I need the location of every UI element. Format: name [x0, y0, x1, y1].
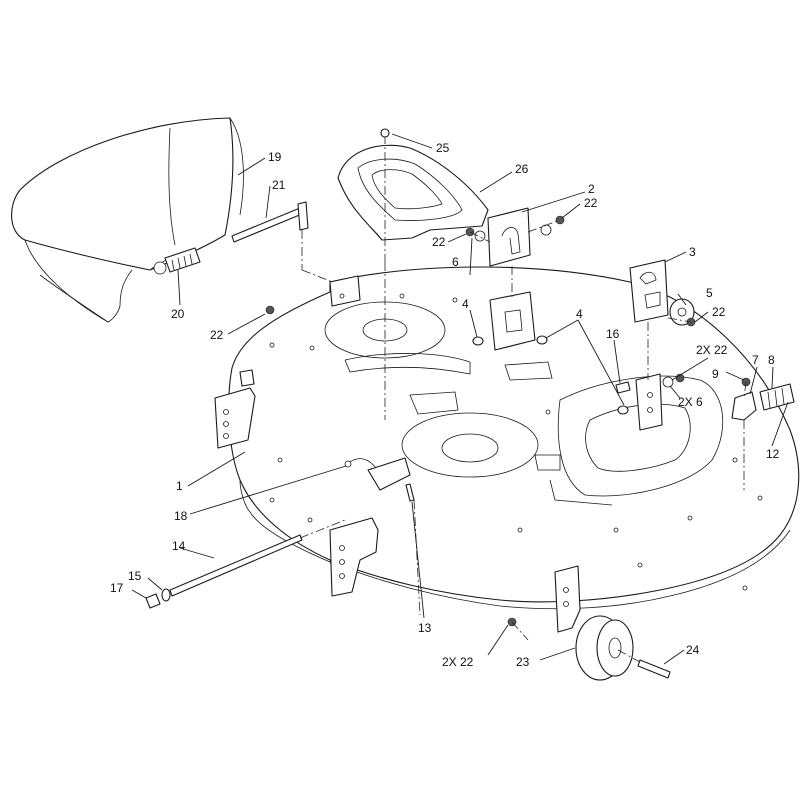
- callout-26: 26: [515, 162, 529, 176]
- idler-bracket-part-3: [629, 259, 669, 323]
- pivot-rod-part-21: [231, 201, 341, 286]
- callout-2: 2: [588, 182, 595, 196]
- washout-fitting-parts-7-8: [731, 383, 795, 490]
- callout-22-top-left: 22: [432, 235, 446, 249]
- callout-25: 25: [436, 141, 450, 155]
- assembly-center-lines: [413, 219, 747, 641]
- callout-7: 7: [752, 353, 759, 367]
- callout-2x22-bottom: 2X 22: [442, 655, 474, 669]
- leader-lines: [131, 133, 789, 665]
- wheel-bolt-part-24: [617, 649, 671, 679]
- front-right-hanger-bracket: [554, 565, 581, 633]
- rod-part-14: [169, 519, 346, 597]
- callout-21: 21: [272, 178, 286, 192]
- screw-part-25: [380, 128, 390, 138]
- callout-1: 1: [176, 479, 183, 493]
- rod-part-13: [367, 457, 415, 502]
- callout-19: 19: [268, 150, 282, 164]
- spacers-and-bolts: [472, 335, 631, 415]
- callout-23: 23: [516, 655, 530, 669]
- callout-9: 9: [712, 367, 719, 381]
- pivot-spring-part-20: [153, 247, 201, 275]
- callout-13: 13: [418, 621, 432, 635]
- gauge-wheel-part-23: [575, 615, 634, 681]
- hairpin-part-18: [344, 458, 377, 469]
- callout-4-right: 4: [576, 307, 583, 321]
- belt-cover-part-26: [337, 135, 489, 420]
- callout-6: 6: [452, 255, 459, 269]
- callout-17: 17: [110, 581, 124, 595]
- discharge-chute-part-19: [11, 117, 244, 323]
- callout-8: 8: [768, 353, 775, 367]
- callout-5: 5: [706, 286, 713, 300]
- callout-18: 18: [174, 509, 188, 523]
- callout-3: 3: [689, 245, 696, 259]
- front-height-bracket: [329, 517, 379, 597]
- callout-24: 24: [686, 643, 700, 657]
- callout-4-left: 4: [462, 297, 469, 311]
- callout-15: 15: [128, 569, 142, 583]
- pulley-part-5: [669, 298, 695, 326]
- mount-bracket-left: [489, 291, 536, 351]
- callout-20: 20: [171, 307, 185, 321]
- callout-2x6: 2X 6: [678, 395, 703, 409]
- callout-16: 16: [606, 327, 620, 341]
- callout-14: 14: [172, 539, 186, 553]
- callout-22-left: 22: [210, 328, 224, 342]
- idler-bracket-part-2: [487, 207, 531, 267]
- nut-part-17: [145, 593, 161, 609]
- callout-2x22-right: 2X 22: [696, 343, 728, 357]
- callout-22-top-right: 22: [584, 196, 598, 210]
- washer-part-15: [161, 588, 171, 602]
- mount-bracket-right: [635, 373, 663, 431]
- callout-12: 12: [766, 447, 780, 461]
- callout-labels: 19 21 20 22 25 26 2 22 22 6 3 5 22 4 4 1…: [110, 141, 780, 669]
- callout-22-right: 22: [712, 305, 726, 319]
